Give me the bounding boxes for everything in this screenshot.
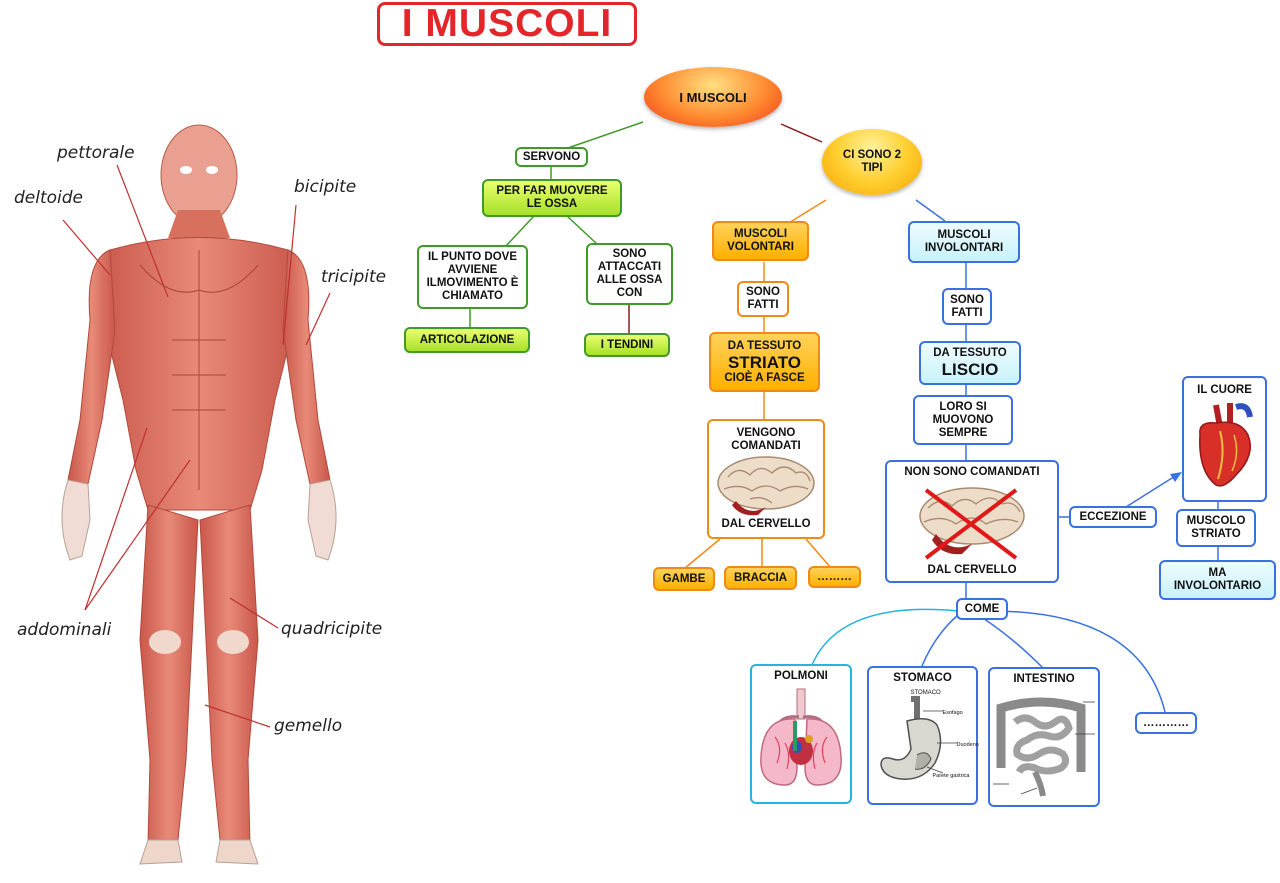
heart-icon <box>1198 403 1253 487</box>
dots-v-node: ……… <box>808 566 861 588</box>
non-comandati-node: NON SONO COMANDATI DAL CERVELLO <box>885 460 1059 583</box>
intestine-icon <box>993 697 1095 797</box>
duodeno-label: Duodeno <box>956 742 979 748</box>
non-comandati-line2: DAL CERVELLO <box>927 564 1017 576</box>
label-gemello: gemello <box>274 716 343 736</box>
dots-i-node: ………… <box>1135 712 1197 734</box>
cuore-label: IL CUORE <box>1197 384 1252 396</box>
si-muovono-node: LORO SI MUOVONO SEMPRE <box>913 395 1013 445</box>
striato-line2: STRIATO <box>727 352 802 372</box>
comandati-line1: VENGONO COMANDATI <box>731 427 801 452</box>
polmoni-node: POLMONI <box>750 664 852 804</box>
brain-icon <box>717 455 815 515</box>
root-node: I MUSCOLI <box>644 67 782 127</box>
stomaco-node: STOMACO STOMACO Esofago Duodeno Parete g… <box>867 666 979 805</box>
label-bicipite: bicipite <box>294 177 357 197</box>
far-muovere-node: PER FAR MUOVERE LE OSSA <box>482 179 622 217</box>
intestino-node: INTESTINO <box>988 667 1100 807</box>
striato-line3: CIOÈ A FASCE <box>724 371 805 384</box>
esofago-label: Esofago <box>942 710 963 716</box>
parete-label: Parete gastrica <box>932 773 970 779</box>
braccia-node: BRACCIA <box>724 566 797 590</box>
striato-node: DA TESSUTO STRIATO CIOÈ A FASCE <box>709 332 820 392</box>
liscio-line1: DA TESSUTO <box>933 347 1007 359</box>
tendini-node: I TENDINI <box>584 333 670 357</box>
lungs-icon <box>760 688 842 786</box>
comandati-node: VENGONO COMANDATI DAL CERVELLO <box>707 419 825 539</box>
attaccati-node: SONO ATTACCATI ALLE OSSA CON <box>586 243 673 305</box>
articolazione-node: ARTICOLAZIONE <box>404 327 530 353</box>
sono-fatti-i-node: SONO FATTI <box>942 288 992 325</box>
page-title: I MUSCOLI <box>377 2 637 46</box>
volontari-node: MUSCOLI VOLONTARI <box>712 221 809 261</box>
eccezione-node: ECCEZIONE <box>1069 506 1157 528</box>
stomaco-small-label: STOMACO <box>910 690 941 696</box>
gambe-node: GAMBE <box>653 567 715 591</box>
label-pettorale: pettorale <box>57 143 135 163</box>
servono-node: SERVONO <box>515 147 588 167</box>
liscio-node: DA TESSUTO LISCIO <box>919 341 1021 385</box>
comandati-line2: DAL CERVELLO <box>721 518 811 530</box>
sono-fatti-v-node: SONO FATTI <box>737 281 789 317</box>
polmoni-label: POLMONI <box>774 670 828 682</box>
label-addominali: addominali <box>17 620 112 640</box>
label-quadricipite: quadricipite <box>281 619 383 639</box>
cuore-node: IL CUORE <box>1182 376 1267 502</box>
punto-node: IL PUNTO DOVE AVVIENE ILMOVIMENTO È CHIA… <box>417 245 528 309</box>
due-tipi-node: CI SONO 2 TIPI <box>822 129 922 195</box>
label-tricipite: tricipite <box>321 267 387 287</box>
label-deltoide: deltoide <box>14 188 84 208</box>
root-label: I MUSCOLI <box>679 89 747 105</box>
muscle-body-illustration <box>61 124 337 865</box>
brain-crossed-icon <box>919 486 1025 560</box>
stomach-icon <box>879 696 957 780</box>
striato-line1: DA TESSUTO <box>727 339 802 352</box>
stomaco-label: STOMACO <box>893 672 952 684</box>
ma-involontario-node: MA INVOLONTARIO <box>1159 560 1276 600</box>
intestino-label: INTESTINO <box>1013 673 1075 685</box>
involontari-node: MUSCOLI INVOLONTARI <box>908 221 1020 263</box>
liscio-line2: LISCIO <box>941 360 999 379</box>
muscolo-striato-node: MUSCOLO STRIATO <box>1176 509 1256 547</box>
non-comandati-line1: NON SONO COMANDATI <box>904 466 1040 478</box>
come-node: COME <box>956 598 1008 620</box>
